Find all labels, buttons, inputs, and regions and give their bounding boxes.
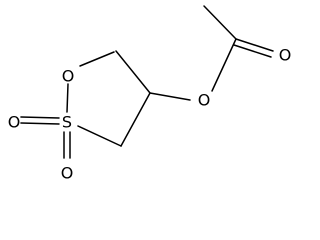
- atom-ester-oxygen: O: [198, 91, 211, 110]
- chemical-structure: O S O O O O: [8, 5, 292, 183]
- bond-ch-to-ch2: [120, 92, 151, 147]
- bond-carbonyl-c-to-methyl: [203, 5, 237, 40]
- bond-ch2-to-ch: [115, 50, 151, 94]
- bond-ester-o-to-carbonyl-c: [211, 38, 237, 92]
- atom-sulfur: S: [62, 113, 72, 132]
- bond-s-to-ring-o: [66, 83, 69, 113]
- atom-ring-oxygen: O: [62, 67, 75, 86]
- bond-ch2-to-s: [77, 125, 122, 147]
- atom-carbonyl-oxygen: O: [279, 46, 292, 65]
- bond-s-o-left-a: [20, 116, 60, 119]
- bond-c-o-double-a: [235, 38, 274, 52]
- bond-c-o-double-b: [233, 44, 272, 58]
- bond-s-o-left-b: [20, 122, 60, 125]
- bond-ch-to-ester-o: [149, 92, 191, 101]
- atom-sulfonyl-oxygen-bottom: O: [61, 164, 74, 183]
- atom-sulfonyl-oxygen-left: O: [8, 113, 21, 132]
- bond-ring-o-to-ch2: [79, 51, 115, 67]
